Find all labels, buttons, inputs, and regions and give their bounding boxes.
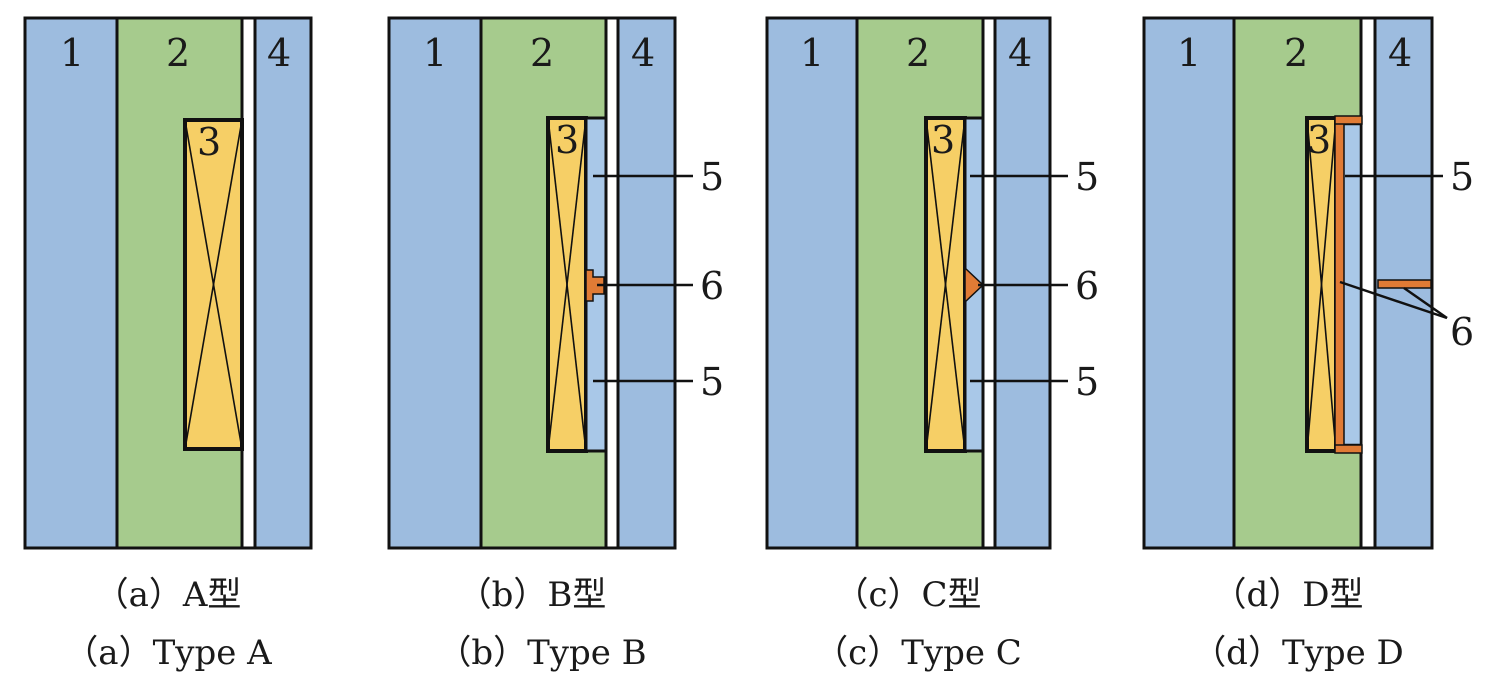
callout-label-5: 5 bbox=[1075, 360, 1099, 404]
caption-en: （d）Type D bbox=[1192, 633, 1404, 673]
gap-white bbox=[981, 16, 997, 550]
caption-en: （b）Type B bbox=[437, 633, 646, 673]
caption-cn: （a）A型 bbox=[95, 575, 242, 615]
anchor-6 bbox=[585, 269, 605, 302]
caption-cn: （d）D型 bbox=[1212, 575, 1363, 615]
zone-label-2: 2 bbox=[166, 31, 190, 75]
caption-cn: （b）B型 bbox=[458, 575, 607, 615]
layer-4 bbox=[993, 16, 1052, 550]
caption-en: （a）Type A bbox=[64, 633, 272, 673]
zone-label-2: 2 bbox=[906, 31, 930, 75]
callout-label-5: 5 bbox=[1450, 155, 1474, 199]
layer-1 bbox=[23, 16, 119, 550]
zone-label-4: 4 bbox=[1008, 31, 1032, 75]
caption-cn: （c）C型 bbox=[834, 575, 981, 615]
callout-label-6: 6 bbox=[1450, 310, 1474, 354]
insert-cross bbox=[925, 117, 966, 452]
layer-1 bbox=[1142, 16, 1236, 550]
callout-label-5: 5 bbox=[700, 155, 724, 199]
layer-4 bbox=[253, 16, 313, 550]
zone-label-3: 3 bbox=[197, 120, 221, 164]
insert-cross bbox=[184, 119, 243, 450]
anchor-6-flange bbox=[1334, 444, 1363, 454]
gap-white bbox=[604, 16, 620, 550]
gap-white bbox=[1359, 16, 1377, 550]
zone-label-2: 2 bbox=[1284, 31, 1308, 75]
layer-4 bbox=[616, 16, 677, 550]
zone-label-1: 1 bbox=[423, 31, 447, 75]
zone-label-4: 4 bbox=[1388, 31, 1412, 75]
callout-line bbox=[1403, 286, 1448, 320]
zone-label-3: 3 bbox=[555, 118, 579, 162]
layer-1 bbox=[765, 16, 859, 550]
zone-label-2: 2 bbox=[530, 31, 554, 75]
zone-label-1: 1 bbox=[800, 31, 824, 75]
layer-1 bbox=[387, 16, 483, 550]
zone-label-4: 4 bbox=[631, 31, 655, 75]
zone-label-1: 1 bbox=[1177, 31, 1201, 75]
caption-en: （c）Type C bbox=[814, 633, 1022, 673]
callout-label-5: 5 bbox=[1075, 155, 1099, 199]
callout-label-6: 6 bbox=[700, 264, 724, 308]
zone-label-3: 3 bbox=[931, 118, 955, 162]
anchor-6-rod bbox=[1377, 279, 1432, 289]
anchor-6 bbox=[964, 266, 985, 304]
panel-d: 1 2 3 4 5 6 （d）D型 （d）Type D bbox=[1142, 16, 1474, 673]
callout-label-5: 5 bbox=[700, 360, 724, 404]
panel-c: 1 2 3 4 5 6 5 （c）C型 （c）Type C bbox=[765, 16, 1099, 673]
panel-a: 1 2 3 4 （a）A型 （a）Type A bbox=[23, 16, 313, 673]
zone-label-1: 1 bbox=[60, 31, 84, 75]
anchor-6-flange bbox=[1334, 115, 1363, 125]
anchor-6-bar bbox=[1334, 117, 1345, 452]
insert-cross bbox=[547, 117, 587, 452]
panel-b: 1 2 3 4 5 6 5 （b）B型 （b）Type B bbox=[387, 16, 724, 673]
zone-label-3: 3 bbox=[1307, 118, 1331, 162]
zone-label-4: 4 bbox=[267, 31, 291, 75]
callout-line bbox=[1339, 280, 1448, 320]
insert-cross bbox=[1306, 117, 1337, 452]
callout-label-6: 6 bbox=[1075, 264, 1099, 308]
